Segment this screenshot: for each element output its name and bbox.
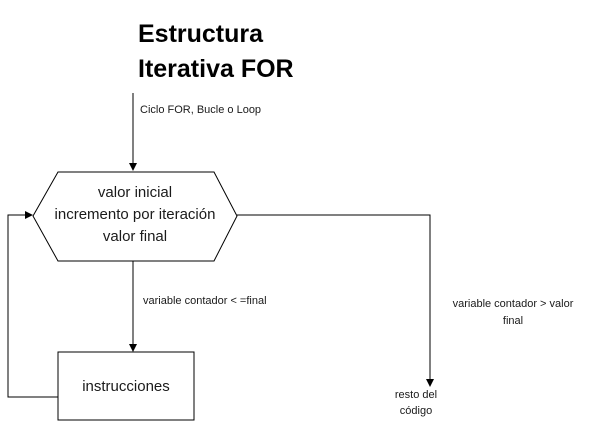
loop-back-edge-arrowhead xyxy=(25,211,33,219)
false-edge-label-line-2: final xyxy=(503,315,523,327)
loop-node-line-3: valor final xyxy=(103,228,167,245)
false-edge-arrowhead xyxy=(426,379,434,387)
exit-label-line-2: código xyxy=(400,405,432,417)
exit-label-line-1: resto del xyxy=(395,389,437,401)
instructions-node-label: instrucciones xyxy=(82,378,170,395)
entry-edge-arrowhead xyxy=(129,163,137,171)
false-edge xyxy=(237,214,431,381)
loop-control-node xyxy=(32,171,238,262)
loop-node-line-2: incremento por iteración xyxy=(55,206,216,223)
instructions-node xyxy=(57,351,195,421)
loop-node-line-1: valor inicial xyxy=(98,184,172,201)
false-edge-label-line-1: variable contador > valor xyxy=(453,298,574,310)
diagram-title-line-2: Iterativa FOR xyxy=(138,55,294,83)
loop-back-edge xyxy=(7,214,58,398)
entry-edge-label: Ciclo FOR, Bucle o Loop xyxy=(140,104,261,116)
true-edge-label: variable contador < =final xyxy=(143,295,267,307)
true-edge-arrowhead xyxy=(129,344,137,352)
diagram-title-line-1: Estructura xyxy=(138,20,264,48)
